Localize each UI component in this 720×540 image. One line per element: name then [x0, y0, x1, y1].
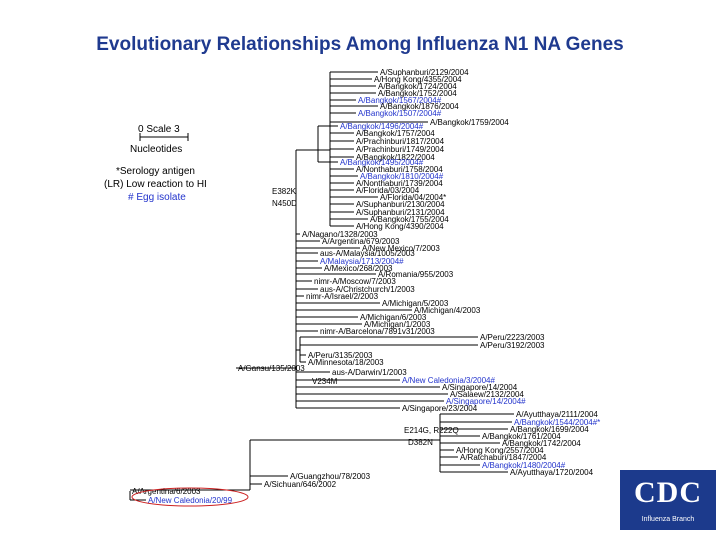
- leaf-label: A/Bangkok/1544/2004#*: [514, 418, 600, 427]
- leaf-label: A/Suphanburi/2129/2004: [380, 68, 469, 77]
- leaf-label: aus-A/Malaysia/1005/2003: [320, 249, 415, 258]
- leaf-label: A/Peru/3192/2003: [480, 341, 545, 350]
- mutation-label: D382N: [408, 438, 433, 447]
- mutation-label: E382K: [272, 187, 297, 196]
- leaf-label: A/Hong Kong/4355/2004: [374, 75, 462, 84]
- leaf-label: A/Singapore/14/2004#: [446, 397, 526, 406]
- mutation-label: N450D: [272, 199, 297, 208]
- leaf-label: A/Bangkok/1822/2004: [356, 153, 435, 162]
- leaf-label: A/Bangkok/1699/2004: [510, 425, 589, 434]
- tree-branches: [129, 71, 514, 501]
- leaf-label: A/Bangkok/1495/2004#: [340, 158, 424, 167]
- leaf-label: A/Guangzhou/78/2003: [290, 472, 371, 481]
- leaf-label: A/Gansu/135/2003: [238, 364, 305, 373]
- leaf-label: A/Hong Kong/2557/2004: [456, 446, 544, 455]
- leaf-label: nimr-A/Barcelona/7891v31/2003: [320, 327, 435, 336]
- leaf-label: A/Malaysia/1713/2004#: [320, 257, 404, 266]
- leaf-label: A/Bangkok/1876/2004: [380, 102, 459, 111]
- leaf-label: aus-A/Darwin/1/2003: [332, 368, 407, 377]
- legend-serology-detail: (LR) Low reaction to HI: [104, 179, 207, 190]
- leaf-label: A/Minnesota/18/2003: [308, 358, 384, 367]
- leaf-label: A/Suphanburi/2130/2004: [356, 200, 445, 209]
- leaf-label: A/Bangkok/1742/2004: [502, 439, 581, 448]
- leaf-label: A/Bangkok/1567/2004#: [358, 96, 442, 105]
- mutation-label: E214G, R222Q: [404, 426, 459, 435]
- leaf-label: nimr-A/Israel/2/2003: [306, 292, 379, 301]
- leaf-label: A/Bangkok/1755/2004: [370, 215, 449, 224]
- leaf-label: A/Florida/04/2004*: [380, 193, 446, 202]
- scale-label: 0 Scale 3: [138, 124, 180, 135]
- leaf-label: A/New Caledonia/3/2004#: [402, 376, 496, 385]
- leaf-label: A/Bangkok/1480/2004#: [482, 461, 566, 470]
- leaf-label: A/New Mexico/7/2003: [362, 244, 440, 253]
- page-title: Evolutionary Relationships Among Influen…: [96, 34, 624, 55]
- leaf-label: A/Nagano/1328/2003: [302, 230, 378, 239]
- leaf-label: A/Prachinburi/1817/2004: [356, 137, 445, 146]
- leaf-label: A/Bangkok/1496/2004#: [340, 122, 424, 131]
- leaf-label: A/Suphanburi/2131/2004: [356, 208, 445, 217]
- leaf-label: A/Ratchaburi/1847/2004: [460, 453, 547, 462]
- leaf-label: A/Michigan/4/2003: [414, 306, 481, 315]
- leaf-label: A/Argentina/679/2003: [322, 237, 400, 246]
- leaf-label: A/Peru/3135/2003: [308, 351, 373, 360]
- leaf-label: A/Sichuan/646/2002: [264, 480, 337, 489]
- leaf-label: A/Bangkok/1752/2004: [378, 89, 457, 98]
- leaf-label: A/Nonthaburi/1758/2004: [356, 165, 443, 174]
- scale-bar: [139, 133, 189, 141]
- leaf-label: A/Michigan/1/2003: [364, 320, 431, 329]
- cdc-logo-text: CDC: [634, 476, 702, 509]
- leaf-label: A/Prachinburi/1749/2004: [356, 145, 445, 154]
- highlight-ellipse: [131, 487, 249, 507]
- leaf-label: A/Michigan/6/2003: [360, 313, 427, 322]
- legend-serology: *Serology antigen: [116, 166, 195, 177]
- leaf-label: A/Mexico/268/2003: [324, 264, 393, 273]
- leaf-label: A/Bangkok/1759/2004: [430, 118, 509, 127]
- leaf-label: A/Bangkok/1761/2004: [482, 432, 561, 441]
- leaf-label: A/Bangkok/1757/2004: [356, 129, 435, 138]
- scale-unit: Nucleotides: [130, 144, 183, 155]
- legend-egg: # Egg isolate: [128, 192, 186, 203]
- leaf-label: A/Bangkok/1724/2004: [378, 82, 457, 91]
- mutation-label: V234M: [312, 377, 338, 386]
- leaf-label: A/Singapore/14/2004: [442, 383, 518, 392]
- leaf-label: aus-A/Christchurch/1/2003: [320, 285, 415, 294]
- cdc-logo-subtitle: Influenza Branch: [641, 516, 695, 523]
- leaf-label: A/Bangkok/1507/2004#: [358, 109, 442, 118]
- leaf-label: A/Singapore/23/2004: [402, 404, 478, 413]
- leaf-label: A/Peru/2223/2003: [480, 333, 545, 342]
- leaf-label: nimr-A/Moscow/7/2003: [314, 277, 396, 286]
- cdc-logo: CDC Influenza Branch: [620, 470, 716, 530]
- leaf-label: A/Bangkok/1810/2004#: [360, 172, 444, 181]
- leaf-label: A/Ayutthaya/1720/2004: [510, 468, 594, 477]
- leaf-label: A/New Caledonia/20/99: [148, 496, 233, 505]
- leaf-label: A/Hong Kong/4390/2004: [356, 222, 444, 231]
- leaf-label: A/Ayutthaya/2111/2004: [516, 410, 598, 419]
- leaf-label: A/Michigan/5/2003: [382, 299, 449, 308]
- leaf-label: A/Romania/955/2003: [378, 270, 454, 279]
- leaf-label: A/Salaew/2132/2004: [450, 390, 524, 399]
- leaf-label: A/Argentina/6/2003: [132, 487, 201, 496]
- leaf-label: A/Nonthaburi/1739/2004: [356, 179, 443, 188]
- leaf-label: A/Florida/03/2004: [356, 186, 420, 195]
